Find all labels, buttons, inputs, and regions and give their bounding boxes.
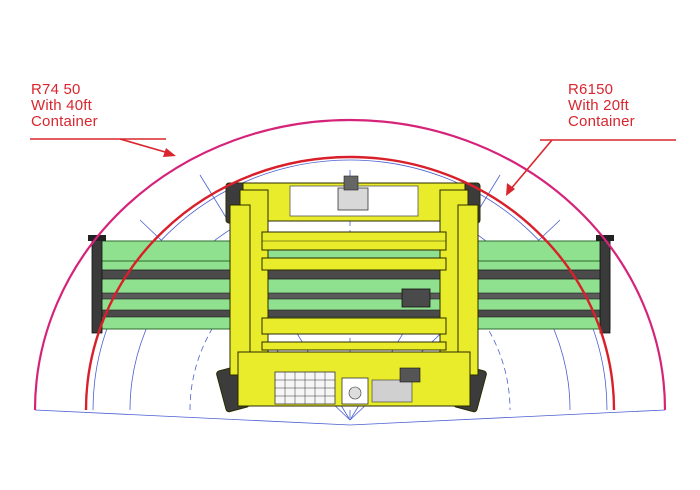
hoist-unit bbox=[401, 288, 431, 308]
carrier-frame bbox=[216, 175, 487, 413]
outer-radius-arc bbox=[33, 118, 667, 411]
label-40ft-radius: R74 50 With 40ft Container bbox=[31, 82, 98, 130]
label-left-line3: Container bbox=[31, 113, 98, 130]
label-right-line1: R6150 bbox=[568, 81, 614, 98]
spreader-end-left bbox=[91, 236, 103, 334]
label-left-line1: R74 50 bbox=[31, 81, 81, 98]
spreader-end-right bbox=[599, 236, 611, 334]
leader-left bbox=[30, 138, 176, 157]
label-20ft-radius: R6150 With 20ft Container bbox=[568, 82, 635, 130]
guide-base-chevron bbox=[34, 409, 666, 426]
label-right-line3: Container bbox=[568, 113, 635, 130]
inner-radius-arc bbox=[84, 155, 616, 411]
leader-right bbox=[506, 139, 676, 196]
label-left-line2: With 40ft bbox=[31, 97, 92, 114]
label-right-line2: With 20ft bbox=[568, 97, 629, 114]
